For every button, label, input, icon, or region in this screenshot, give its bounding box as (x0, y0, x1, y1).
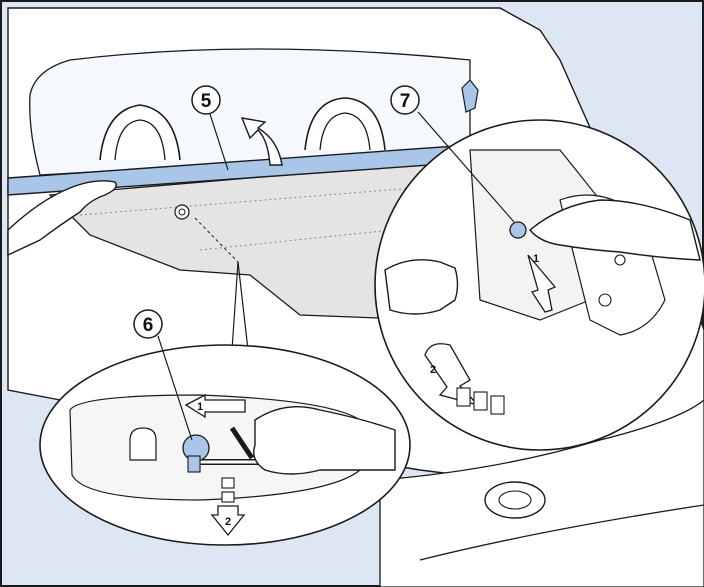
callout-5-label: 5 (201, 91, 212, 112)
detail-ellipse-left: 1 2 (39, 335, 411, 546)
left-hand (7, 180, 117, 257)
release-pin-highlight (509, 221, 527, 239)
bumper-curve (419, 504, 704, 561)
lift-arrow-icon (240, 117, 283, 166)
right-step-1-label: 1 (533, 253, 539, 265)
pry-tool-rod (229, 426, 255, 460)
arrow-up-icon (527, 254, 557, 313)
detail-stem-left-b (237, 261, 249, 351)
lock-cylinder-inner (498, 490, 532, 510)
down-arrow-block-1 (221, 477, 235, 489)
callout-6-label: 6 (143, 315, 154, 336)
tool-hand (253, 405, 396, 475)
callout-6: 6 (133, 309, 163, 339)
callout-7-label: 7 (400, 91, 411, 112)
trim-clip-marker-inner (178, 208, 186, 216)
arrow-tail-block-2 (473, 391, 488, 411)
callout-6-leader (157, 335, 193, 441)
left-hinge-hump-inner (114, 119, 166, 161)
callout-7-leader (417, 111, 515, 223)
latch-bolt-2 (614, 254, 626, 266)
callout-5: 5 (191, 85, 229, 171)
down-arrow-block-2 (221, 491, 235, 503)
callout-5-leader (209, 113, 229, 171)
right-step-2-label: 2 (430, 364, 436, 376)
detail-leader-left (194, 217, 239, 263)
right-detail-lower-hand (384, 259, 459, 315)
trim-panel-seam (79, 184, 451, 216)
arrow-tail-block-3 (490, 395, 505, 415)
detail-stem-left-a (231, 261, 239, 351)
left-step-1-label: 1 (197, 401, 203, 413)
lock-cylinder (484, 481, 546, 519)
callout-7: 7 (390, 85, 420, 115)
right-hinge-hump (304, 97, 386, 151)
left-hinge-hump (99, 104, 181, 161)
left-step-2-label: 2 (225, 516, 231, 528)
arrow-left-icon (184, 393, 246, 419)
right-hand-upper (529, 199, 701, 261)
detail-circle-right: 1 2 (374, 111, 704, 451)
latch-bolt-1 (598, 293, 612, 307)
right-hinge-hump-inner (319, 112, 371, 151)
trim-clip-stem (187, 455, 201, 473)
arrow-down-icon (210, 505, 246, 537)
hinge-highlight (461, 79, 479, 113)
trim-clip-marker (174, 204, 190, 220)
clip-socket (129, 427, 157, 461)
arrow-tail-block-1 (456, 387, 471, 407)
